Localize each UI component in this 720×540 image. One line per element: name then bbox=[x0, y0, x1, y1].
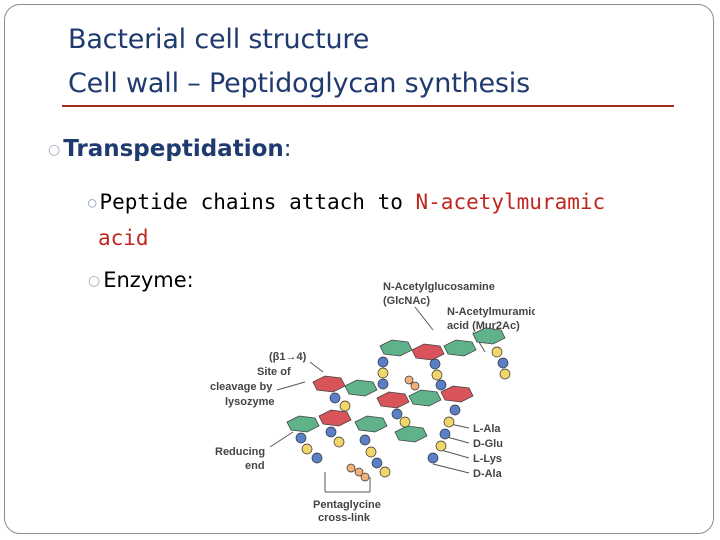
label-nam-1: N-Acetylmuramic bbox=[447, 306, 535, 318]
label-site-2: cleavage by bbox=[210, 381, 273, 393]
glycine-bead bbox=[346, 463, 356, 473]
label-nag-1: N-Acetylglucosamine bbox=[383, 281, 495, 293]
peptide-bead bbox=[377, 367, 389, 379]
bullet-icon: ○ bbox=[48, 142, 61, 158]
peptide-bead bbox=[427, 452, 439, 464]
glcnac-sugar bbox=[354, 415, 388, 433]
peptide-bead bbox=[377, 356, 389, 368]
peptide-bead bbox=[429, 358, 441, 370]
murnac-sugar bbox=[376, 391, 410, 409]
slide-subtitle: Cell wall – Peptidoglycan synthesis bbox=[68, 68, 530, 99]
peptide-bead bbox=[365, 446, 377, 458]
peptide-bead bbox=[359, 434, 371, 446]
main-bullet-text: Transpeptidation bbox=[63, 136, 284, 162]
n-acetylmuramic-highlight: N-acetylmuramic bbox=[415, 190, 606, 214]
label-reducing-2: end bbox=[245, 460, 265, 472]
murnac-sugar bbox=[411, 343, 445, 361]
label-d-ala: D-Ala bbox=[473, 468, 503, 480]
peptide-bead bbox=[339, 400, 351, 412]
label-site-1: Site of bbox=[257, 366, 291, 378]
peptide-bead bbox=[371, 457, 383, 469]
acid-highlight: acid bbox=[98, 226, 149, 250]
glycine-bead bbox=[404, 375, 414, 385]
peptide-bead bbox=[499, 368, 511, 380]
slide-title: Bacterial cell structure bbox=[68, 24, 370, 55]
label-nag-2: (GlcNAc) bbox=[383, 295, 430, 307]
sub-bullet-peptide-text: Peptide chains attach to bbox=[99, 190, 416, 214]
bullet-icon: ○ bbox=[88, 273, 101, 289]
peptide-bead bbox=[439, 428, 451, 440]
glycine-bead bbox=[360, 472, 370, 482]
label-penta-1: Pentaglycine bbox=[313, 499, 381, 511]
peptide-bead bbox=[295, 432, 307, 444]
glycine-bead bbox=[354, 467, 364, 477]
peptide-bead bbox=[491, 346, 503, 358]
peptide-bead bbox=[311, 452, 323, 464]
peptidoglycan-diagram: N-Acetylglucosamine (GlcNAc) N-Acetylmur… bbox=[210, 281, 535, 522]
main-bullet-colon: : bbox=[283, 136, 292, 162]
peptide-bead bbox=[301, 443, 313, 455]
peptide-bead bbox=[435, 379, 447, 391]
murnac-sugar bbox=[312, 375, 346, 393]
murnac-sugar bbox=[440, 385, 474, 403]
murnac-sugar bbox=[318, 409, 352, 427]
label-l-ala: L-Ala bbox=[473, 423, 501, 435]
peptide-bead bbox=[325, 426, 337, 438]
label-nam-2: acid (Mur2Ac) bbox=[447, 320, 520, 332]
glycan-strands bbox=[286, 327, 506, 443]
slide-frame bbox=[4, 4, 714, 534]
peptide-bead bbox=[443, 416, 455, 428]
bullet-icon: ○ bbox=[88, 195, 97, 211]
glcnac-sugar bbox=[379, 339, 413, 357]
glcnac-sugar bbox=[344, 379, 378, 397]
peptide-bead bbox=[399, 416, 411, 428]
peptide-bead bbox=[329, 392, 341, 404]
peptide-chains bbox=[295, 346, 511, 482]
peptide-bead bbox=[391, 408, 403, 420]
label-site-3: lysozyme bbox=[225, 396, 275, 408]
sub-bullet-peptide: ○Peptide chains attach to N-acetylmurami… bbox=[88, 186, 628, 255]
peptide-bead bbox=[449, 404, 461, 416]
glcnac-sugar bbox=[408, 389, 442, 407]
peptide-bead bbox=[431, 369, 443, 381]
label-penta-2: cross-link bbox=[318, 512, 371, 522]
leader-lines bbox=[269, 306, 486, 493]
label-l-lys: L-Lys bbox=[473, 453, 502, 465]
sub-bullet-enzyme-text: Enzyme: bbox=[103, 268, 194, 292]
label-bond: (β1→4) bbox=[269, 351, 307, 363]
peptide-bead bbox=[497, 357, 509, 369]
label-reducing-1: Reducing bbox=[215, 446, 265, 458]
label-d-glu: D-Glu bbox=[473, 438, 503, 450]
main-bullet: ○Transpeptidation: bbox=[48, 136, 292, 162]
glcnac-sugar bbox=[443, 339, 477, 357]
glcnac-sugar bbox=[472, 327, 506, 345]
peptide-bead bbox=[379, 466, 391, 478]
glcnac-sugar bbox=[394, 425, 428, 443]
sub-bullet-enzyme: ○Enzyme: bbox=[88, 268, 194, 292]
glycine-bead bbox=[410, 381, 420, 391]
peptide-bead bbox=[333, 436, 345, 448]
title-divider bbox=[62, 105, 674, 107]
glcnac-sugar bbox=[286, 415, 320, 433]
peptide-bead bbox=[435, 440, 447, 452]
peptide-bead bbox=[377, 378, 389, 390]
